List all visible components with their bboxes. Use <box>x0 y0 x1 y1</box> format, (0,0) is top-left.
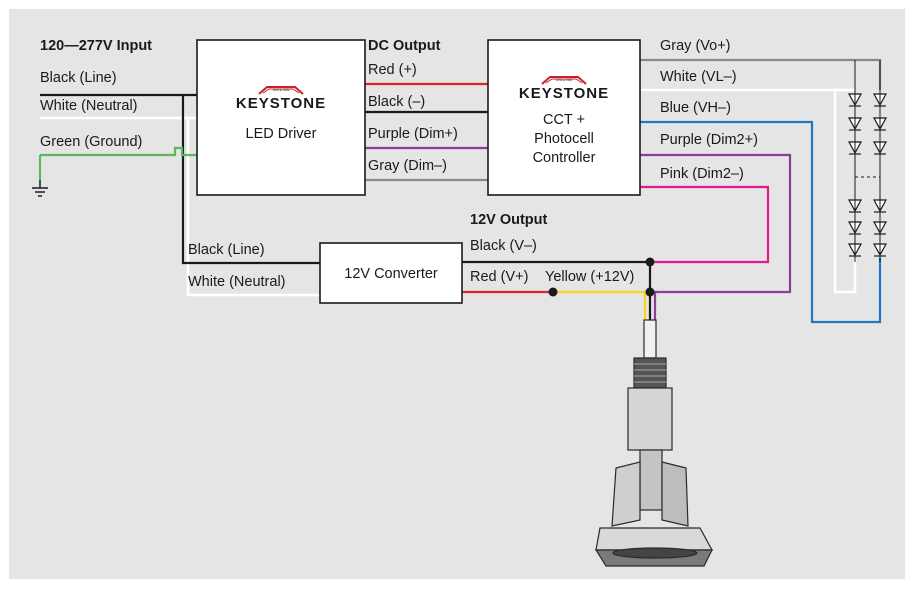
controller-box: SINCE 1983 KEYSTONE CCT + Photocell Cont… <box>487 39 641 196</box>
input-title: 120—277V Input <box>40 38 152 54</box>
led-driver-box: SINCE 1983 KEYSTONE LED Driver <box>196 39 366 196</box>
dc-purple: Purple (Dim+) <box>368 126 458 142</box>
converter-white-neutral: White (Neutral) <box>188 274 286 290</box>
junction-dot <box>645 257 655 267</box>
dc-output-title: DC Output <box>368 38 441 54</box>
out-purple-dim2: Purple (Dim2+) <box>660 132 758 148</box>
converter-name: 12V Converter <box>344 266 438 282</box>
output-12v-title: 12V Output <box>470 212 548 228</box>
controller-name-2: Photocell <box>534 131 594 147</box>
dc-red: Red (+) <box>368 62 417 78</box>
dc-output-wires <box>365 82 488 182</box>
converter-black-line: Black (Line) <box>188 242 265 258</box>
led-diode-icon <box>848 60 887 263</box>
converter-box: 12V Converter <box>319 242 463 304</box>
dc-gray: Gray (Dim–) <box>368 158 447 174</box>
output-12v-red: Red (V+) <box>470 269 528 285</box>
ground-symbol-icon <box>32 180 48 197</box>
out-gray-vo: Gray (Vo+) <box>660 38 731 54</box>
led-driver-since: SINCE 1983 <box>273 88 290 92</box>
junction-dot <box>548 287 558 297</box>
output-12v-black: Black (V–) <box>470 238 537 254</box>
out-white-vl: White (VL–) <box>660 69 737 85</box>
photocell-sensor-icon <box>594 319 714 567</box>
input-black-line: Black (Line) <box>40 70 117 86</box>
controller-since: SINCE 1983 <box>556 78 573 82</box>
controller-name-3: Controller <box>533 150 596 166</box>
junction-dot <box>645 287 655 297</box>
controller-name-1: CCT + <box>543 112 585 128</box>
input-wires <box>38 93 320 297</box>
input-green-ground: Green (Ground) <box>40 134 142 150</box>
output-12v-yellow: Yellow (+12V) <box>545 269 634 285</box>
out-pink-dim2: Pink (Dim2–) <box>660 166 744 182</box>
dc-black: Black (–) <box>368 94 425 110</box>
input-white-neutral: White (Neutral) <box>40 98 138 114</box>
white-return-wire <box>833 88 857 294</box>
led-driver-brand: KEYSTONE <box>236 95 326 112</box>
led-driver-name: LED Driver <box>246 126 317 142</box>
out-blue-vh: Blue (VH–) <box>660 100 731 116</box>
controller-brand: KEYSTONE <box>519 85 609 102</box>
